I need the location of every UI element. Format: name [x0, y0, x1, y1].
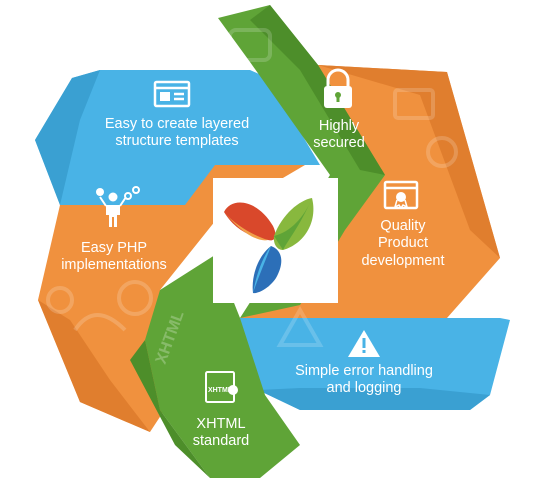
feature-label-xhtml-line1: XHTML [196, 416, 246, 432]
feature-label-errors-line2: and logging [326, 380, 402, 397]
yii-logo-icon [224, 198, 314, 294]
green-band-top-shade [250, 5, 385, 175]
feature-label-quality-line3: development [361, 252, 445, 269]
xhtml-icon-text: XHTML [208, 387, 233, 394]
blue-band-top-shade [35, 70, 100, 205]
warning-icon [348, 330, 380, 357]
feature-label-errors: Simple error handling and logging [277, 363, 451, 398]
blue-band-top [35, 70, 320, 205]
feature-label-quality-line2: Product [378, 235, 428, 252]
feature-label-secured-line1: Highly [318, 118, 360, 134]
feature-label-xhtml-line2: standard [192, 433, 250, 450]
blue-band-bottom-shade [258, 388, 490, 410]
feature-label-secured-line2: secured [313, 135, 365, 152]
watermark-decor [46, 28, 458, 347]
feature-label-quality-line1: Quality [380, 218, 426, 234]
award-badge-icon [383, 180, 419, 210]
feature-label-layered-line1: Easy to create layered [104, 116, 250, 132]
feature-label-layered: Easy to create layered structure templat… [82, 116, 272, 151]
green-band-bottom-shade [130, 340, 210, 478]
feature-label-quality: Quality Product development [347, 218, 459, 270]
orange-band-left-shade [38, 300, 150, 432]
feature-label-php-line1: Easy PHP [80, 240, 148, 256]
feature-label-xhtml: XHTML standard [181, 416, 261, 451]
feature-label-errors-line1: Simple error handling [295, 363, 433, 379]
feature-label-php-line2: implementations [61, 257, 167, 274]
feature-label-layered-line2: structure templates [115, 133, 239, 150]
feature-label-php: Easy PHP implementations [56, 240, 172, 275]
xhtml-document-icon: XHTML [205, 371, 238, 403]
feature-label-secured: Highly secured [300, 118, 378, 153]
orange-band-right-shade [318, 65, 500, 258]
lock-icon [324, 68, 352, 108]
browser-window-icon [153, 80, 191, 108]
green-band-bottom [145, 255, 300, 478]
blue-band-bottom [205, 318, 510, 410]
person-gears-icon [96, 186, 140, 227]
